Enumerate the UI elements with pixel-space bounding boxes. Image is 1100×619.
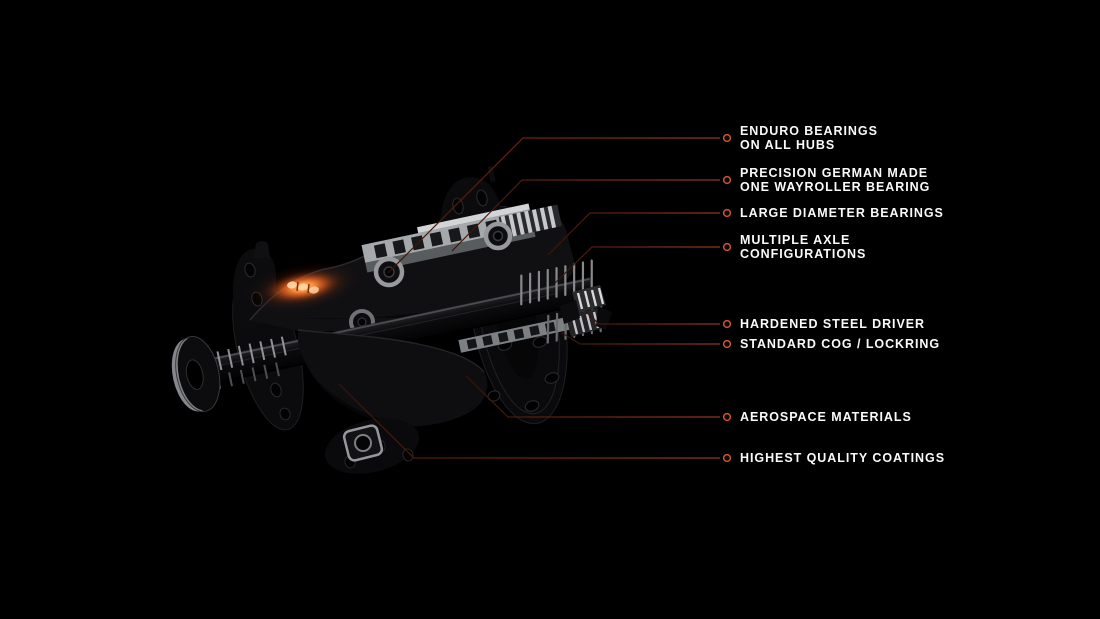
callout-label-line: LARGE DIAMETER BEARINGS	[740, 206, 944, 220]
callout-highest-quality-coatings: HIGHEST QUALITY COATINGS	[740, 451, 945, 465]
hub-lower-shell	[297, 329, 488, 427]
callout-label-line: PRECISION GERMAN MADE	[740, 166, 929, 180]
glow-roller-bearing	[243, 261, 363, 313]
marker-ring-icon	[722, 175, 732, 185]
callout-label-line: ENDURO BEARINGS	[740, 124, 878, 138]
marker-ring-icon	[722, 319, 732, 329]
hub-cutaway-illustration	[171, 165, 612, 474]
marker-ring-icon	[722, 339, 732, 349]
callout-markers	[722, 133, 732, 463]
leader-line-hardened-steel-driver	[585, 311, 720, 325]
leader-line-large-diameter-bearings	[547, 212, 720, 256]
callout-label-line: ONE WAYROLLER BEARING	[740, 180, 931, 194]
hub-driver	[560, 285, 612, 337]
callout-one-wayroller-bearing: PRECISION GERMAN MADE ONE WAYROLLER BEAR…	[740, 166, 930, 194]
leader-line-highest-quality-coatings	[338, 383, 720, 459]
marker-ring-icon	[722, 453, 732, 463]
marker-ring-icon	[722, 133, 732, 143]
callout-hardened-steel-driver: HARDENED STEEL DRIVER	[740, 317, 925, 331]
callout-aerospace-materials: AEROSPACE MATERIALS	[740, 410, 912, 424]
callout-label-line: STANDARD COG / LOCKRING	[740, 337, 941, 351]
leader-line-standard-cog-lockring	[561, 332, 720, 345]
callout-label-line: HIGHEST QUALITY COATINGS	[740, 451, 945, 465]
callout-label-line: MULTIPLE AXLE	[740, 233, 851, 247]
marker-ring-icon	[722, 208, 732, 218]
callout-label-line: AEROSPACE MATERIALS	[740, 410, 912, 424]
callout-label-line: HARDENED STEEL DRIVER	[740, 317, 926, 331]
leader-lines	[338, 137, 720, 459]
leader-line-one-wayroller-bearing	[451, 179, 720, 252]
hub-bottom-left-flange	[325, 418, 419, 474]
bearing-seat	[342, 424, 384, 462]
leader-line-aerospace-materials	[465, 375, 720, 418]
axle-end-cap	[171, 336, 221, 412]
callout-enduro-bearings: ENDURO BEARINGS ON ALL HUBS	[740, 124, 878, 152]
leader-line-axle-configurations	[554, 246, 720, 284]
callout-label-line: CONFIGURATIONS	[740, 247, 867, 261]
callout-large-diameter-bearings: LARGE DIAMETER BEARINGS	[740, 206, 944, 220]
marker-ring-icon	[722, 242, 732, 252]
callout-standard-cog-lockring: STANDARD COG / LOCKRING	[740, 337, 940, 351]
callout-axle-configurations: MULTIPLE AXLE CONFIGURATIONS	[740, 233, 866, 261]
marker-ring-icon	[722, 412, 732, 422]
callout-label-line: ON ALL HUBS	[740, 138, 836, 152]
leader-line-enduro-bearings	[387, 137, 720, 274]
